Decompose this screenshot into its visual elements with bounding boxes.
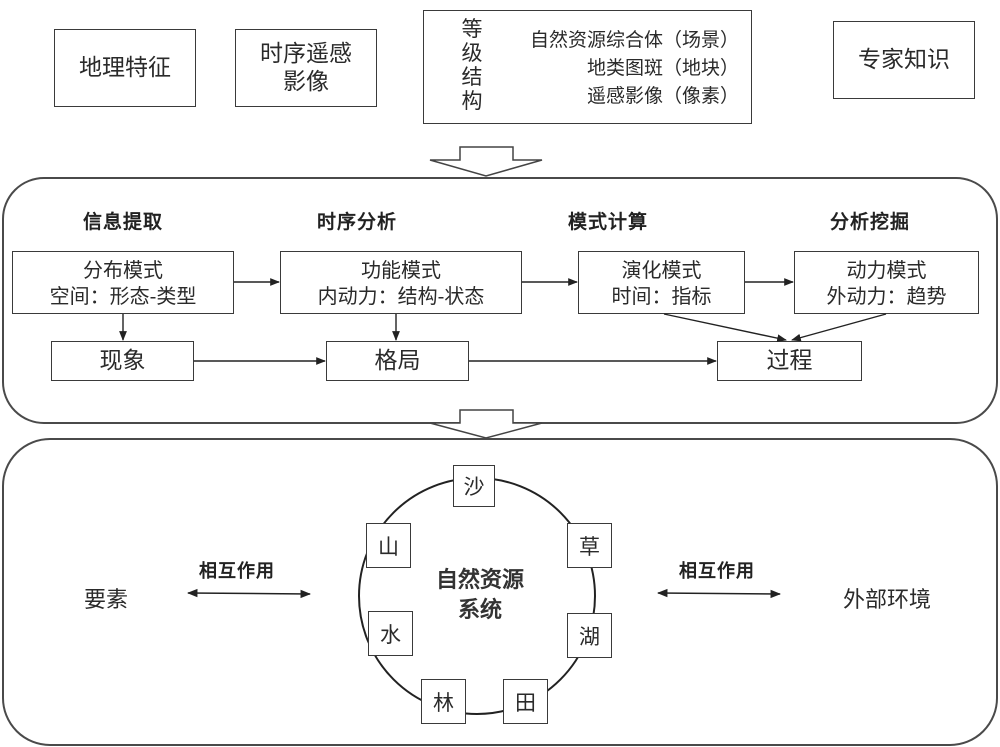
- ring-node-grass: 草: [567, 523, 612, 568]
- hierarchy-title-char: 结: [461, 65, 483, 89]
- hierarchy-title-char: 构: [461, 89, 483, 113]
- hierarchy-level-scene: 自然资源综合体（场景）: [529, 29, 739, 51]
- hierarchy-title-char: 等: [461, 17, 483, 41]
- dynamics-mode-detail: 外动力：趋势: [826, 283, 947, 308]
- geo-features-label: 地理特征: [79, 55, 171, 81]
- interaction-arrow-right: [656, 588, 782, 599]
- external-environment-label: 外部环境: [843, 588, 932, 613]
- distribution-mode-detail: 空间：形态-类型: [49, 283, 197, 308]
- center-label-line-1: 自然资源: [435, 567, 524, 593]
- stage-heading-info-extraction: 信息提取: [83, 211, 164, 233]
- stage-heading-pattern-computing: 模式计算: [568, 211, 649, 233]
- stage-heading-analysis-mining: 分析挖掘: [830, 211, 911, 233]
- pattern-label: 格局: [374, 348, 421, 374]
- phenomenon-label: 现象: [99, 348, 146, 374]
- process-box: 过程: [717, 341, 862, 381]
- dynamics-mode-title: 动力模式: [846, 257, 927, 282]
- ring-node-mountain: 山: [366, 523, 411, 568]
- phenomenon-box: 现象: [51, 341, 194, 381]
- ring-node-forest: 林: [421, 679, 466, 724]
- arrow-evolution-to-process: [663, 313, 787, 342]
- elements-label: 要素: [84, 588, 129, 613]
- interaction-label-left: 相互作用: [199, 561, 275, 582]
- ring-node-sand: 沙: [453, 465, 495, 507]
- geo-features-box: 地理特征: [54, 29, 196, 107]
- system-panel: [2, 438, 998, 746]
- hierarchy-level-parcel: 地类图斑（地块）: [586, 57, 739, 79]
- hierarchy-level-pixel: 遥感影像（像素）: [586, 85, 739, 107]
- stage-heading-time-series-analysis: 时序分析: [317, 211, 398, 233]
- evolution-mode-title: 演化模式: [621, 257, 702, 282]
- expert-knowledge-label: 专家知识: [858, 47, 950, 73]
- time-series-rs-box: 时序遥感 影像: [235, 29, 377, 107]
- dynamics-mode-box: 动力模式 外动力：趋势: [794, 251, 979, 314]
- evolution-mode-box: 演化模式 时间：指标: [578, 251, 745, 314]
- time-series-rs-line-1: 时序遥感: [260, 41, 352, 67]
- pattern-box: 格局: [326, 341, 469, 381]
- hierarchy-levels: 自然资源综合体（场景） 地类图斑（地块） 遥感影像（像素）: [469, 26, 739, 110]
- ring-node-lake: 湖: [567, 613, 612, 658]
- time-series-rs-line-2: 影像: [283, 69, 329, 95]
- process-label: 过程: [766, 348, 813, 374]
- function-mode-detail: 内动力：结构-状态: [317, 283, 485, 308]
- interaction-arrow-left: [186, 588, 312, 599]
- hierarchy-title-char: 级: [461, 41, 483, 65]
- hierarchy-structure-box: 等 级 结 构 自然资源综合体（场景） 地类图斑（地块） 遥感影像（像素）: [423, 10, 752, 124]
- hierarchy-title: 等 级 结 构: [460, 17, 484, 113]
- arrow-dynamics-to-process: [791, 313, 887, 342]
- function-mode-box: 功能模式 内动力：结构-状态: [280, 251, 522, 314]
- expert-knowledge-box: 专家知识: [833, 21, 975, 99]
- flow-down-arrow-1: [429, 146, 543, 177]
- ring-node-water: 水: [368, 611, 413, 656]
- interaction-label-right: 相互作用: [679, 561, 755, 582]
- distribution-mode-box: 分布模式 空间：形态-类型: [12, 251, 234, 314]
- natural-resource-system-label: 自然资源 系统: [425, 565, 535, 625]
- evolution-mode-detail: 时间：指标: [611, 283, 712, 308]
- flow-down-arrow-2: [429, 409, 543, 439]
- function-mode-title: 功能模式: [361, 257, 441, 282]
- center-label-line-2: 系统: [457, 597, 502, 623]
- distribution-mode-title: 分布模式: [83, 257, 163, 282]
- ring-node-field: 田: [503, 679, 548, 724]
